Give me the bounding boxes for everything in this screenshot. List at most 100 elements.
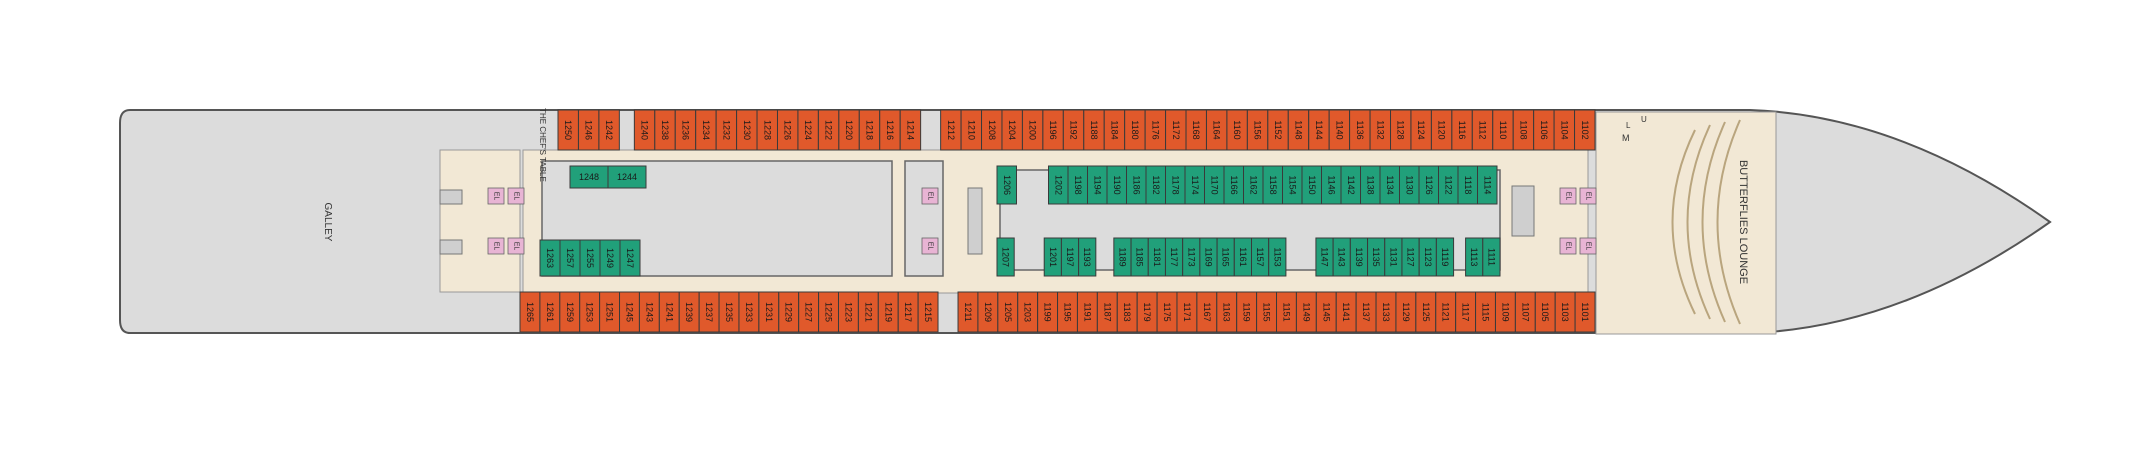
outside-cabin[interactable]: 1183 [1116, 291, 1138, 333]
inside-cabin[interactable]: 1197 [1060, 237, 1080, 277]
outside-cabin[interactable]: 1216 [879, 109, 901, 151]
outside-cabin[interactable]: 1132 [1369, 109, 1392, 151]
inside-cabin[interactable]: 1161 [1233, 237, 1252, 277]
inside-cabin[interactable]: 1185 [1130, 237, 1149, 277]
inside-cabin[interactable]: 1127 [1401, 237, 1420, 277]
outside-cabin[interactable]: 1199 [1037, 291, 1059, 333]
outside-cabin[interactable]: 1192 [1062, 109, 1085, 151]
inside-cabin[interactable]: 1130 [1399, 165, 1420, 205]
outside-cabin[interactable]: 1129 [1395, 291, 1417, 333]
inside-cabin[interactable]: 1123 [1418, 237, 1437, 277]
inside-cabin[interactable]: 1146 [1321, 165, 1342, 205]
outside-cabin[interactable]: 1227 [798, 291, 820, 333]
outside-cabin[interactable]: 1218 [858, 109, 881, 151]
outside-cabin[interactable]: 1242 [598, 109, 620, 151]
inside-cabin[interactable]: 1207 [996, 237, 1015, 277]
outside-cabin[interactable]: 1155 [1256, 291, 1278, 333]
outside-cabin[interactable]: 1220 [838, 109, 860, 151]
outside-cabin[interactable]: 1208 [981, 109, 1003, 151]
outside-cabin[interactable]: 1215 [917, 291, 939, 333]
inside-cabin[interactable]: 1165 [1216, 237, 1235, 277]
outside-cabin[interactable]: 1191 [1076, 291, 1098, 333]
outside-cabin[interactable]: 1176 [1144, 109, 1167, 151]
outside-cabin[interactable]: 1137 [1355, 291, 1377, 333]
inside-cabin[interactable]: 1182 [1145, 165, 1166, 205]
outside-cabin[interactable]: 1104 [1553, 109, 1576, 151]
inside-cabin[interactable]: 1154 [1282, 165, 1303, 205]
outside-cabin[interactable]: 1219 [877, 291, 899, 333]
inside-cabin[interactable]: 1186 [1126, 165, 1147, 205]
outside-cabin[interactable]: 1245 [619, 291, 640, 333]
outside-cabin[interactable]: 1160 [1226, 109, 1248, 151]
inside-cabin[interactable]: 1181 [1147, 237, 1166, 277]
outside-cabin[interactable]: 1168 [1185, 109, 1207, 151]
outside-cabin[interactable]: 1234 [695, 109, 717, 151]
outside-cabin[interactable]: 1106 [1533, 109, 1555, 151]
outside-cabin[interactable]: 1231 [758, 291, 780, 333]
outside-cabin[interactable]: 1209 [977, 291, 999, 333]
outside-cabin[interactable]: 1184 [1103, 109, 1126, 151]
outside-cabin[interactable]: 1172 [1165, 109, 1187, 151]
outside-cabin[interactable]: 1237 [698, 291, 720, 333]
inside-cabin[interactable]: 1193 [1078, 237, 1097, 277]
outside-cabin[interactable]: 1235 [718, 291, 740, 333]
inside-cabin[interactable]: 1247 [619, 239, 641, 277]
outside-cabin[interactable]: 1102 [1574, 109, 1596, 151]
outside-cabin[interactable]: 1105 [1534, 291, 1556, 333]
inside-cabin[interactable]: 1189 [1113, 237, 1132, 277]
outside-cabin[interactable]: 1151 [1276, 291, 1297, 333]
outside-cabin[interactable]: 1246 [577, 109, 600, 151]
inside-cabin[interactable]: 1263 [539, 239, 561, 277]
inside-cabin[interactable]: 1166 [1223, 165, 1244, 205]
outside-cabin[interactable]: 1188 [1083, 109, 1105, 151]
inside-cabin[interactable]: 1248 [569, 165, 609, 189]
outside-cabin[interactable]: 1250 [557, 109, 579, 151]
outside-cabin[interactable]: 1229 [778, 291, 800, 333]
outside-cabin[interactable]: 1145 [1315, 291, 1337, 333]
outside-cabin[interactable]: 1221 [857, 291, 879, 333]
outside-cabin[interactable]: 1110 [1492, 109, 1514, 151]
outside-cabin[interactable]: 1109 [1494, 291, 1516, 333]
outside-cabin[interactable]: 1261 [539, 291, 561, 333]
inside-cabin[interactable]: 1255 [579, 239, 601, 277]
outside-cabin[interactable]: 1136 [1349, 109, 1371, 151]
outside-cabin[interactable]: 1232 [715, 109, 738, 151]
outside-cabin[interactable]: 1101 [1574, 291, 1596, 333]
outside-cabin[interactable]: 1167 [1196, 291, 1218, 333]
inside-cabin[interactable]: 1173 [1182, 237, 1201, 277]
outside-cabin[interactable]: 1120 [1430, 109, 1453, 151]
outside-cabin[interactable]: 1204 [1001, 109, 1023, 151]
outside-cabin[interactable]: 1121 [1435, 291, 1457, 333]
outside-cabin[interactable]: 1200 [1021, 109, 1044, 151]
outside-cabin[interactable]: 1259 [559, 291, 581, 333]
outside-cabin[interactable]: 1239 [678, 291, 700, 333]
outside-cabin[interactable]: 1241 [658, 291, 680, 333]
outside-cabin[interactable]: 1124 [1410, 109, 1432, 151]
outside-cabin[interactable]: 1205 [997, 291, 1019, 333]
inside-cabin[interactable]: 1122 [1438, 165, 1459, 205]
outside-cabin[interactable]: 1116 [1451, 109, 1473, 151]
inside-cabin[interactable]: 1114 [1477, 165, 1498, 205]
inside-cabin[interactable]: 1257 [559, 239, 581, 277]
outside-cabin[interactable]: 1223 [837, 291, 859, 333]
outside-cabin[interactable]: 1225 [818, 291, 839, 333]
outside-cabin[interactable]: 1253 [579, 291, 601, 333]
outside-cabin[interactable]: 1107 [1514, 291, 1536, 333]
inside-cabin[interactable]: 1174 [1184, 165, 1205, 205]
outside-cabin[interactable]: 1180 [1124, 109, 1146, 151]
inside-cabin[interactable]: 1126 [1418, 165, 1439, 205]
outside-cabin[interactable]: 1233 [738, 291, 760, 333]
outside-cabin[interactable]: 1159 [1236, 291, 1258, 333]
outside-cabin[interactable]: 1141 [1335, 291, 1357, 333]
inside-cabin[interactable]: 1138 [1360, 165, 1381, 205]
inside-cabin[interactable]: 1249 [599, 239, 621, 277]
inside-cabin[interactable]: 1134 [1379, 165, 1400, 205]
inside-cabin[interactable]: 1201 [1043, 237, 1062, 277]
outside-cabin[interactable]: 1108 [1512, 109, 1535, 151]
outside-cabin[interactable]: 1125 [1415, 291, 1437, 333]
outside-cabin[interactable]: 1217 [897, 291, 919, 333]
outside-cabin[interactable]: 1196 [1042, 109, 1064, 151]
inside-cabin[interactable]: 1202 [1048, 165, 1069, 205]
outside-cabin[interactable]: 1243 [638, 291, 660, 333]
outside-cabin[interactable]: 1156 [1246, 109, 1269, 151]
